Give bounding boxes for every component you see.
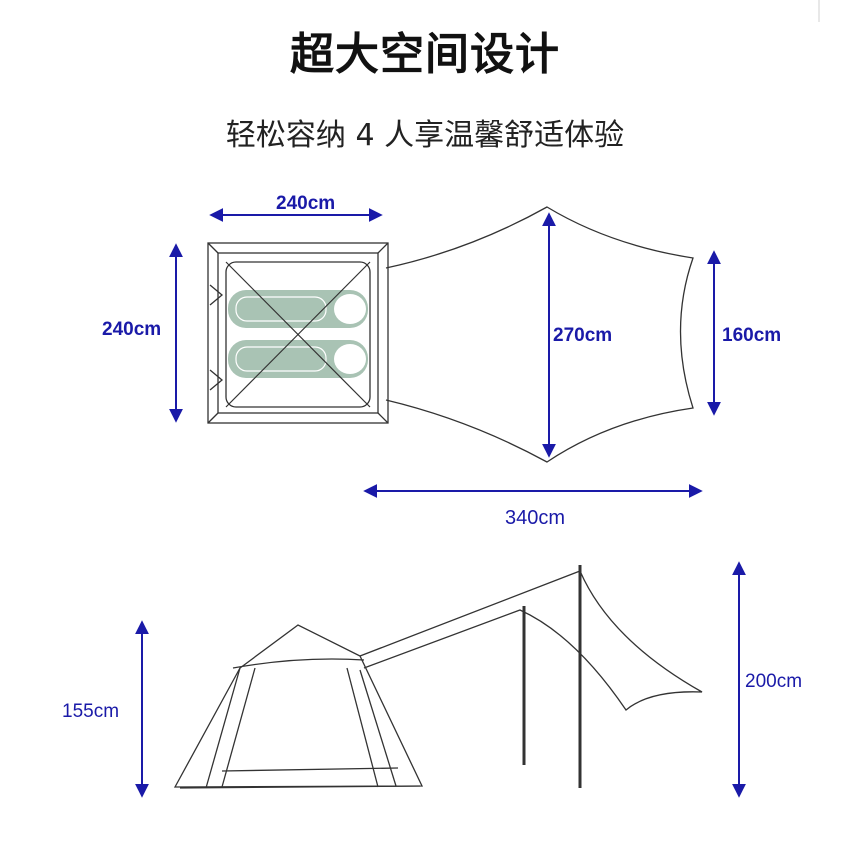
- side-view-elevation: [173, 565, 703, 789]
- dimension-label-pole-height: 200cm: [745, 671, 802, 692]
- pillow: [334, 344, 366, 374]
- canopy-side-view: [359, 570, 703, 711]
- decorative-mark: [818, 0, 820, 22]
- dimension-label-right-height: 160cm: [722, 325, 781, 346]
- top-view-plan: [207, 242, 389, 424]
- roof-diagonals: [225, 261, 371, 408]
- tent-floor: [225, 261, 371, 408]
- dimension-label-top-width: 240cm: [276, 193, 335, 214]
- pillow: [334, 294, 366, 324]
- sleeping-mats: [228, 290, 368, 378]
- dimension-label-middle-height: 270cm: [553, 325, 612, 346]
- dimension-label-tent-height: 155cm: [62, 701, 119, 722]
- tent-outer-square: [207, 242, 389, 424]
- canopy-top-view: [385, 206, 694, 463]
- tent-side-outline: [173, 624, 424, 788]
- dimension-label-left-height: 240cm: [102, 319, 161, 340]
- page-title: 超大空间设计: [290, 29, 560, 80]
- tent-inner-square: [217, 252, 379, 414]
- page-subtitle: 轻松容纳 4 人享温馨舒适体验: [225, 118, 625, 153]
- sleeping-mat: [228, 340, 368, 378]
- dimension-label-bottom-length: 340cm: [505, 507, 565, 529]
